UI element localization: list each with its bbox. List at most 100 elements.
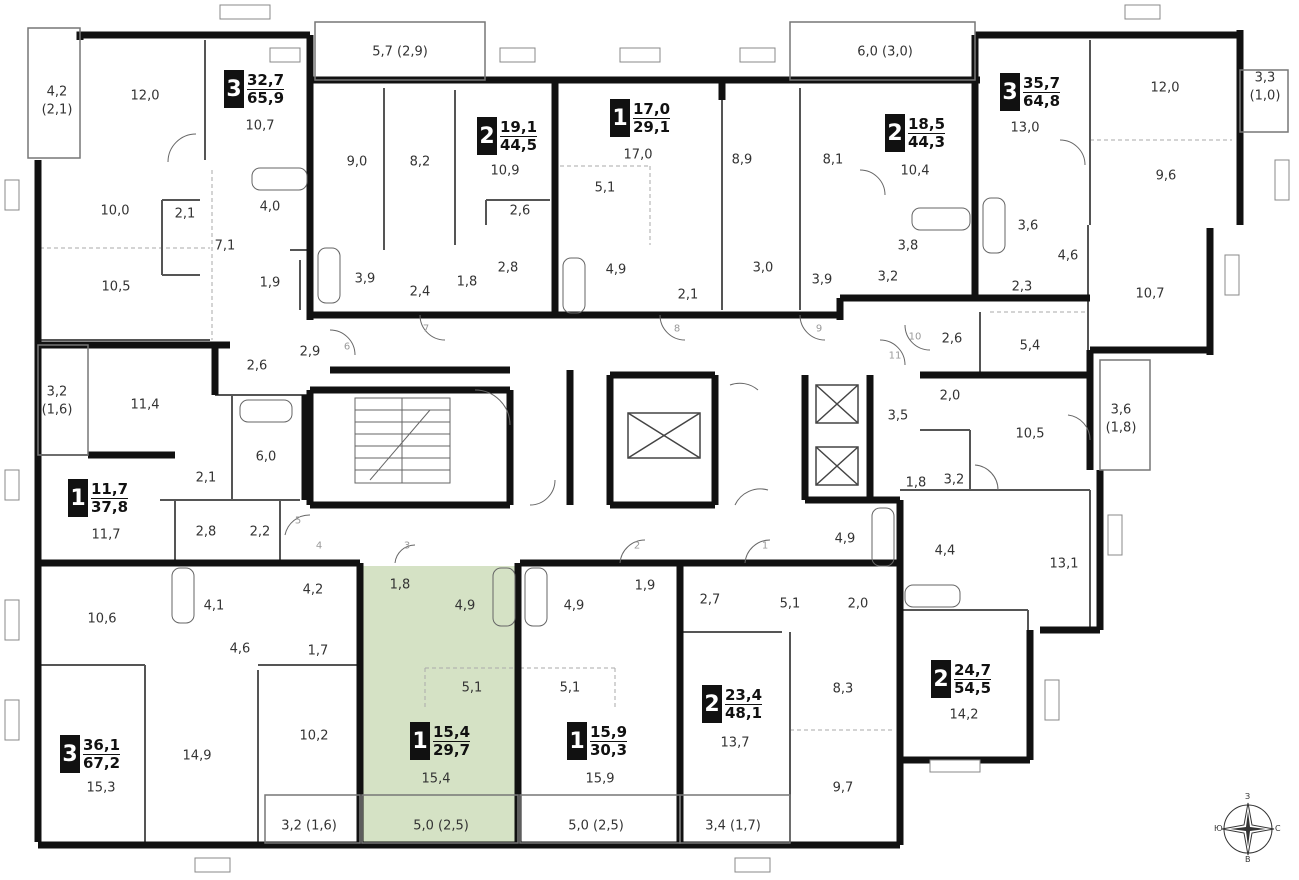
room-area: (1,8) [1105,420,1137,436]
room-count: 1 [410,722,430,760]
room-area: 12,0 [130,88,160,104]
door-number: 8 [673,323,681,335]
room-area: 10,0 [100,203,130,219]
door-number: 1 [761,540,769,552]
room-area: 2,6 [941,331,963,347]
compass-east-label: С [1275,824,1281,833]
living-area: 32,7 [247,70,285,90]
total-area: 29,7 [433,740,471,759]
room-area: 4,6 [229,641,251,657]
room-area: 4,1 [203,598,225,614]
total-area: 67,2 [83,753,121,772]
room-area: 3,2 [46,384,68,400]
elevator-icon [627,384,859,486]
living-area: 15,4 [433,722,471,742]
room-area: 13,1 [1049,556,1079,572]
living-area: 17,0 [633,99,671,119]
room-area: 10,5 [1015,426,1045,442]
room-area: 3,9 [811,272,833,288]
room-area: 4,2 [46,84,68,100]
total-area: 44,3 [908,132,946,151]
compass-south-label: В [1245,855,1251,864]
room-area: 5,4 [1019,338,1041,354]
room-count: 2 [702,685,722,723]
room-area: 14,9 [182,748,212,764]
room-count: 1 [567,722,587,760]
living-area: 35,7 [1023,73,1061,93]
room-count: 3 [224,70,244,108]
room-area: 3,5 [887,408,909,424]
door-number: 5 [294,515,302,527]
door-number: 7 [422,323,430,335]
room-area: 5,7 (2,9) [372,44,428,60]
room-area: 17,0 [623,147,653,163]
room-area: 2,1 [174,206,196,222]
door-number: 10 [908,331,922,343]
total-area: 29,1 [633,117,671,136]
room-area: 2,1 [677,287,699,303]
living-area: 36,1 [83,735,121,755]
room-area: 4,9 [563,598,585,614]
room-area: 8,3 [832,681,854,697]
room-area: 3,8 [897,238,919,254]
compass-west-label: Ю [1214,824,1223,833]
room-area: (2,1) [41,102,73,118]
room-area: 2,4 [409,284,431,300]
room-area: 9,0 [346,154,368,170]
room-area: 10,2 [299,728,329,744]
room-area: 2,3 [1011,279,1033,295]
room-area: 2,6 [246,358,268,374]
door-number: 3 [403,540,411,552]
door-number: 11 [888,350,902,362]
room-count: 1 [68,479,88,517]
room-area: 3,2 [877,269,899,285]
room-area: 3,9 [354,271,376,287]
room-area: 15,9 [585,771,615,787]
room-area: 2,1 [195,470,217,486]
living-area: 19,1 [500,117,538,137]
room-count: 2 [885,114,905,152]
compass-rose-icon: З Ю С В [1214,792,1282,864]
door-number: 2 [633,540,641,552]
room-area: 3,0 [752,260,774,276]
room-area: 5,0 (2,5) [568,818,624,834]
room-area: 4,6 [1057,248,1079,264]
room-area: 3,4 (1,7) [705,818,761,834]
room-area: 8,2 [409,154,431,170]
room-area: 2,2 [249,524,271,540]
room-area: 5,0 (2,5) [413,818,469,834]
room-area: 12,0 [1150,80,1180,96]
room-area: 15,4 [421,771,451,787]
total-area: 48,1 [725,703,763,722]
room-area: 11,4 [130,397,160,413]
room-area: 1,8 [389,577,411,593]
room-area: 11,7 [91,527,121,543]
room-area: 5,1 [559,680,581,696]
room-count: 2 [931,660,951,698]
total-area: 64,8 [1023,91,1061,110]
room-area: 10,5 [101,279,131,295]
living-area: 11,7 [91,479,129,499]
room-area: 3,6 [1110,402,1132,418]
room-area: 13,7 [720,735,750,751]
room-area: 3,2 (1,6) [281,818,337,834]
room-area: 14,2 [949,707,979,723]
total-area: 44,5 [500,135,538,154]
room-area: 2,0 [847,596,869,612]
room-area: 2,8 [195,524,217,540]
room-area: 1,9 [259,275,281,291]
room-area: 4,0 [259,199,281,215]
selected-apartment-highlight [362,566,518,842]
room-area: 2,6 [509,203,531,219]
